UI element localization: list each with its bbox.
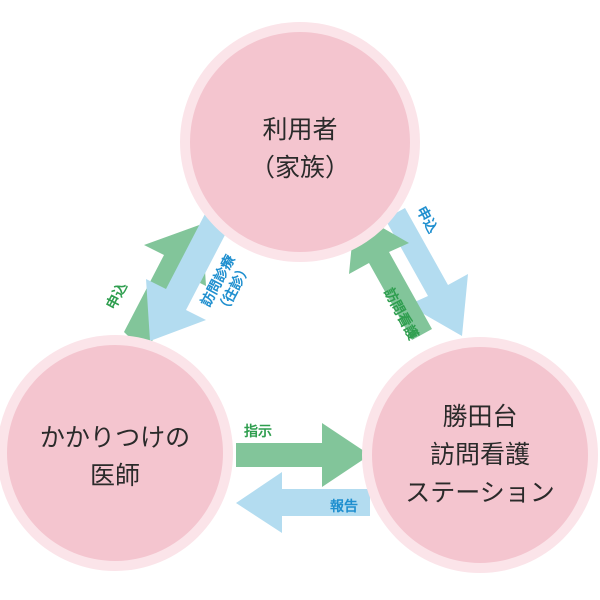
arrow-user-to-station-shape <box>385 208 468 336</box>
label-station-to-doctor: 報告 <box>330 498 358 515</box>
node-station-line-3: ステーション <box>405 478 555 507</box>
node-station-line-1: 勝田台 <box>442 402 517 431</box>
node-station: 勝田台 訪問看護 ステーション <box>362 337 598 573</box>
arrow-station-to-user <box>349 212 432 340</box>
node-station-circle <box>372 347 588 563</box>
arrow-station-to-user-shape <box>349 212 432 340</box>
arrow-station-to-doctor <box>236 472 370 533</box>
node-doctor-line-2: 医師 <box>90 461 140 490</box>
label-doctor-to-user: 申込 <box>103 280 131 313</box>
node-doctor: かかりつけの 医師 <box>0 335 233 571</box>
arrow-user-to-doctor <box>146 212 226 341</box>
node-user-circle <box>190 32 410 252</box>
node-user: 利用者 （家族） <box>180 22 420 262</box>
arrow-user-to-doctor-shape <box>146 212 226 341</box>
arrow-user-to-station <box>385 208 468 336</box>
arrow-station-to-doctor-shape <box>236 472 370 533</box>
arrow-doctor-to-station-shape <box>236 423 370 487</box>
arrow-doctor-to-station <box>236 423 370 487</box>
node-user-line-2: （家族） <box>250 153 350 182</box>
node-user-line-1: 利用者 <box>262 115 337 144</box>
node-station-line-2: 訪問看護 <box>430 440 530 469</box>
node-doctor-circle <box>7 345 223 561</box>
label-doctor-to-station: 指示 <box>244 423 272 440</box>
node-doctor-line-1: かかりつけの <box>40 423 190 452</box>
